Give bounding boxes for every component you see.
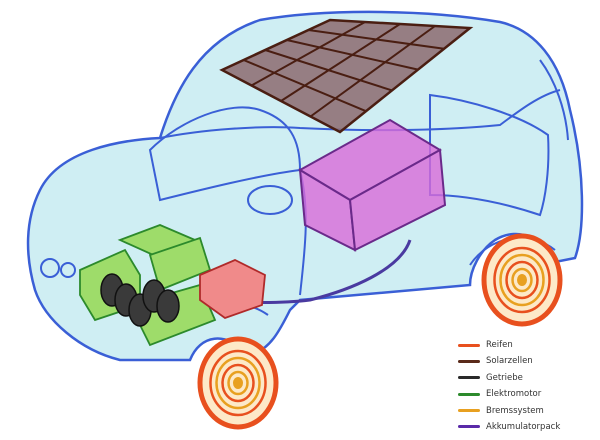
legend-label-electric-motor: Elektromotor xyxy=(486,389,542,400)
gearbox-disc xyxy=(156,289,180,323)
controller-box xyxy=(199,259,266,320)
legend-label-battery-pack: Akkumulatorpack xyxy=(486,421,561,432)
solar-grid-line xyxy=(251,21,366,87)
legend-label-brake-system: Bremssystem xyxy=(486,405,544,416)
front-wheel-ring xyxy=(215,356,261,410)
legend: Reifen Solarzellen Getriebe Elektromotor… xyxy=(458,338,598,436)
legend-item-battery-pack: Akkumulatorpack xyxy=(458,420,598,434)
headlight-right xyxy=(60,262,76,278)
legend-label-gearbox: Getriebe xyxy=(486,372,523,383)
front-wheel-hub xyxy=(233,377,243,389)
legend-swatch-electric-motor xyxy=(458,392,480,396)
front-wheel-ring xyxy=(227,370,249,396)
rear-wheel-ring xyxy=(505,260,539,300)
legend-item-solar-cells: Solarzellen xyxy=(458,354,598,368)
rear-wheel-ring xyxy=(499,253,545,307)
battery-side xyxy=(348,148,447,252)
battery-pack xyxy=(229,118,447,307)
front-wheel-ring xyxy=(209,349,267,417)
legend-item-gearbox: Getriebe xyxy=(458,371,598,385)
rear-wheel-ring xyxy=(511,267,533,293)
legend-swatch-gearbox xyxy=(458,376,480,380)
solar-panel xyxy=(219,18,474,134)
rear-window xyxy=(539,59,569,141)
legend-item-electric-motor: Elektromotor xyxy=(458,387,598,401)
steering-wheel xyxy=(247,185,293,215)
windshield xyxy=(148,106,302,202)
rear-wheel-ring xyxy=(493,246,551,314)
side-window xyxy=(429,93,550,217)
headlight-left xyxy=(40,258,60,278)
solar-grid-line xyxy=(309,25,436,118)
front-wheel-ring xyxy=(221,363,255,403)
legend-item-tires: Reifen xyxy=(458,338,598,352)
controller-unit xyxy=(199,259,266,320)
solar-grid-line xyxy=(280,23,401,102)
legend-label-solar-cells: Solarzellen xyxy=(486,356,533,367)
legend-swatch-tires xyxy=(458,343,480,347)
gearbox xyxy=(100,273,180,327)
legend-swatch-brake-system xyxy=(458,409,480,413)
legend-item-brake-system: Bremssystem xyxy=(458,404,598,418)
wheels xyxy=(197,233,563,430)
legend-label-tires: Reifen xyxy=(486,340,513,350)
legend-swatch-battery-pack xyxy=(458,425,480,429)
rear-wheel-hub xyxy=(517,274,527,286)
legend-swatch-solar-cells xyxy=(458,359,480,363)
